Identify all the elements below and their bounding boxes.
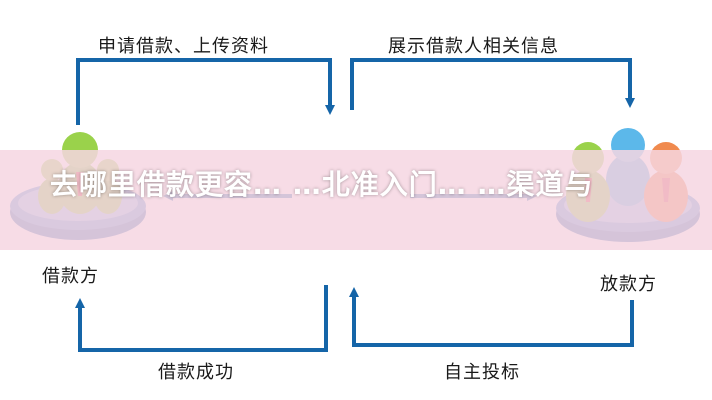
label-display-borrower-info: 展示借款人相关信息 (388, 36, 559, 57)
label-apply-upload: 申请借款、上传资料 (98, 36, 269, 57)
flow-arrow-loan-success (75, 285, 328, 352)
label-loan-success: 借款成功 (158, 362, 234, 383)
flow-arrow-apply (76, 58, 335, 125)
flow-arrow-self-bid (349, 287, 634, 347)
label-self-bid: 自主投标 (444, 362, 520, 383)
watermark-text: 去哪里借款更容… …北准入门… …渠道与 (50, 168, 594, 201)
watermark-banner (0, 150, 712, 250)
label-lender: 放款方 (600, 274, 657, 295)
flow-arrow-display-info (350, 58, 635, 110)
label-borrower: 借款方 (42, 266, 99, 287)
